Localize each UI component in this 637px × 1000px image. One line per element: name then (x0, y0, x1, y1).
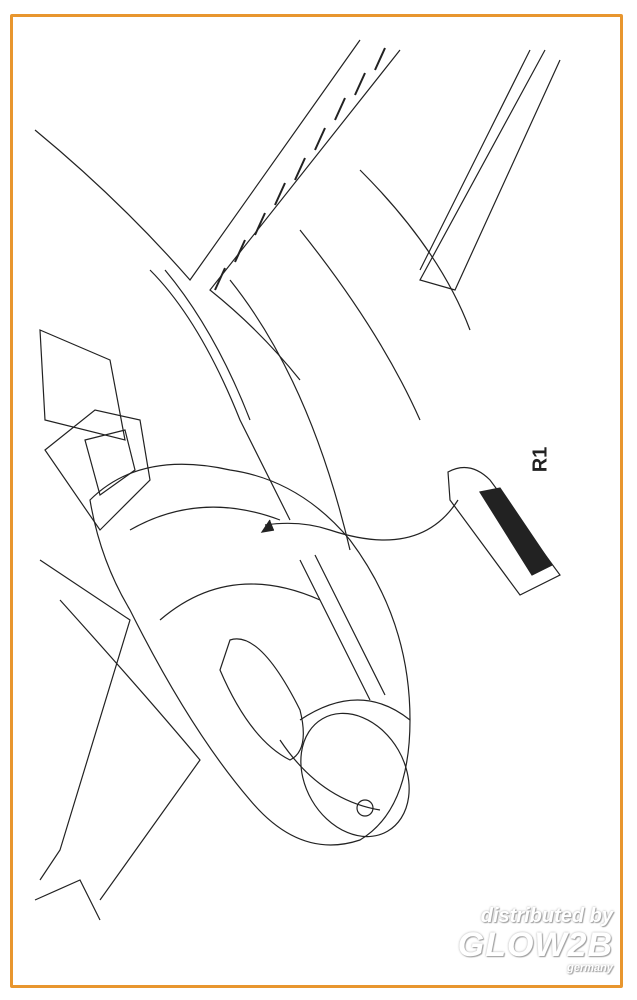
watermark-brand: GLOW2B (457, 926, 613, 964)
cockpit (39, 329, 151, 531)
wing-panel-marks (214, 47, 386, 291)
engine-cowling (89, 463, 411, 846)
distributor-watermark: distributed by GLOW2B germany (458, 905, 613, 974)
page-border (10, 14, 623, 988)
wing-outline (34, 39, 561, 551)
part-r1-drawing (260, 466, 561, 596)
fuselage-lines (34, 559, 201, 921)
watermark-line3: germany (567, 962, 613, 974)
part-label-r1: R1 (529, 446, 552, 473)
watermark-line1: distributed by (480, 905, 613, 927)
